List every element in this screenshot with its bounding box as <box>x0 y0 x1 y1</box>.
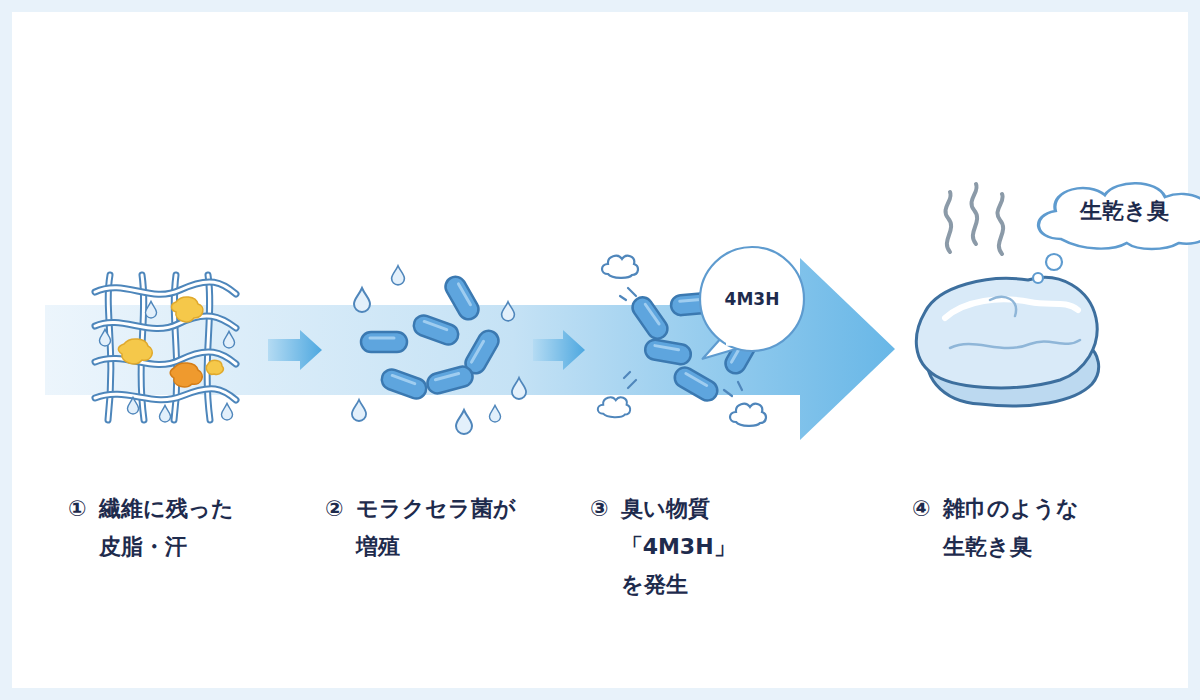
step-caption: ④ 雑巾のような 生乾き臭 <box>912 490 1095 566</box>
bacteria-icon <box>352 266 526 434</box>
step-caption: ① 繊維に残った 皮脂・汗 <box>68 490 259 566</box>
substance-label: 4M3H <box>695 289 809 309</box>
step-column: 生乾き臭④雑巾のような 生乾き臭 <box>905 170 1180 574</box>
step-label: 繊維に残った 皮脂・汗 <box>99 490 259 566</box>
step-column: ① 繊維に残った 皮脂・汗 <box>60 240 265 574</box>
thought-cloud: 生乾き臭 <box>1028 177 1200 249</box>
panel <box>12 12 1188 688</box>
callout-number: ① <box>68 490 87 528</box>
speech-bubble: 4M3H <box>695 245 809 357</box>
thought-label: 生乾き臭 <box>1028 196 1200 226</box>
flow-arrow <box>533 330 585 370</box>
step-caption: ② モラクセラ菌が 増殖 <box>325 490 528 566</box>
callout-number: ③ <box>590 490 609 528</box>
step-label: 臭い物質 「4M3H」を発生 <box>621 490 801 604</box>
step-column: 4M3H ③ 臭い物質 「4M3H」を発生 <box>588 240 818 612</box>
callout-number: ④ <box>912 490 931 528</box>
step-label: モラクセラ菌が 増殖 <box>356 490 528 566</box>
callout-number: ② <box>325 490 344 528</box>
step-column: ② モラクセラ菌が 増殖 <box>325 240 530 574</box>
fabric-icon <box>95 275 236 422</box>
flow-arrow <box>268 330 322 370</box>
step-label: 雑巾のような 生乾き臭 <box>943 490 1095 566</box>
step-caption: ③ 臭い物質 「4M3H」を発生 <box>590 490 801 604</box>
